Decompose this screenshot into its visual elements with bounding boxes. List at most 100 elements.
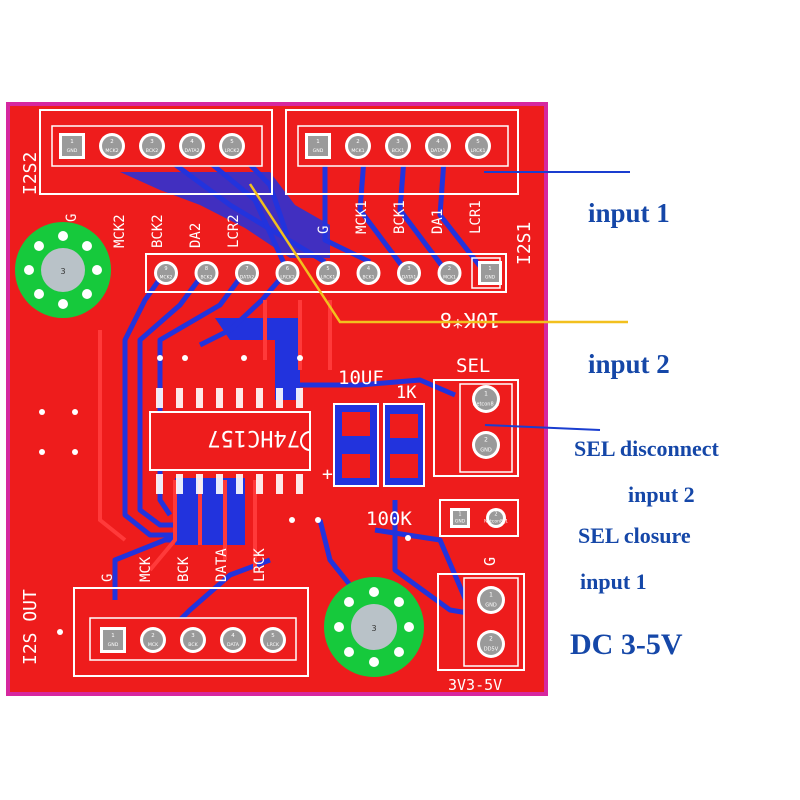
dc-voltage-annotation: DC 3-5V [570, 628, 683, 661]
i2s-out-silk-data: DATA [214, 548, 230, 582]
i2s1-header [285, 109, 519, 195]
pin-number: 4 [367, 266, 370, 272]
pad-core [453, 511, 467, 525]
mount-hole-left-number: 3 [60, 267, 65, 276]
i2s1-silk-g: G [316, 226, 332, 234]
red-traces [98, 300, 332, 572]
pad-core [183, 630, 203, 650]
pin-name: DATA2 [185, 148, 200, 154]
resistor-1k-label: 1K [396, 383, 417, 403]
pin-number: 2 [484, 438, 488, 444]
cap-label: 10UF [338, 367, 384, 389]
pad-core [102, 136, 122, 156]
pin-name: MCK1 [443, 274, 456, 280]
pad-core [388, 136, 408, 156]
pad-core [475, 388, 497, 410]
pin-number: 1 [316, 139, 319, 145]
pin-name: DATA1 [431, 148, 446, 154]
power-side-label: G [481, 557, 499, 566]
sel-label: SEL [456, 355, 490, 377]
pin-name: BCK2 [146, 148, 158, 154]
i2s2-silk-da2: DA2 [188, 223, 204, 248]
pad-core [468, 136, 488, 156]
ground-pour-center [215, 318, 300, 400]
pin-name: GND [485, 274, 496, 280]
pad-core [263, 630, 283, 650]
pad-core [238, 264, 256, 282]
pad-core [481, 264, 499, 282]
pin-name: GND [108, 642, 119, 648]
pad-core [400, 264, 418, 282]
pin-name: GND [480, 447, 492, 453]
i2s1-silk-mck1: MCK1 [354, 200, 370, 234]
pin-number: 4 [231, 633, 235, 639]
pin-number: 2 [151, 633, 154, 639]
pin-number: 3 [191, 633, 195, 639]
sel-header [433, 379, 519, 477]
sel-leader-line [484, 424, 601, 431]
i2s1-silk-bck1: BCK1 [392, 200, 408, 234]
pad-core [489, 511, 503, 525]
pin-number: 1 [484, 392, 488, 398]
pin-name: BCK1 [392, 148, 404, 154]
pin-name: DATA2 [240, 274, 255, 280]
i2s-out-label: I2S OUT [20, 589, 41, 665]
capacitor [333, 403, 379, 487]
pin-number: 3 [150, 139, 154, 145]
pin-name: MCK1 [351, 148, 364, 154]
pad-core [182, 136, 202, 156]
resistor-array-label: 10K*8 [440, 308, 500, 332]
pin-name: BCK1 [363, 274, 375, 280]
pin-name: GND [455, 519, 466, 525]
pin-number: 2 [494, 512, 497, 518]
input2-annotation: input 2 [588, 349, 670, 379]
pin-name: GND [485, 602, 497, 608]
pin-name: LRCK2 [280, 274, 295, 280]
pin-name: GND [313, 148, 324, 154]
pin-name: MCK [148, 642, 159, 648]
i2s2-silk-bck2: BCK2 [150, 214, 166, 248]
ground-pour-lower [175, 478, 245, 545]
sel-disconnect-annotation: SEL disconnect [574, 436, 719, 461]
pin-name: MCK2 [160, 274, 173, 280]
pin-name: Netcon8_1 [473, 401, 500, 407]
pad-core [223, 630, 243, 650]
i2s2-silk-mck2: MCK2 [112, 214, 128, 248]
chip-label: 74HC157 [207, 425, 300, 450]
pin-number: 4 [190, 139, 194, 145]
mount-hole-left [15, 222, 111, 318]
pad-core [143, 630, 163, 650]
pin-name: DATA1 [402, 274, 417, 280]
pad-core [103, 630, 123, 650]
resistor-100k-label: 100K [366, 508, 412, 530]
pin-number: 2 [110, 139, 113, 145]
pin-name: LRCK1 [321, 274, 336, 280]
pin-number: 3 [407, 266, 410, 272]
mount-hole-left-side-label: G [64, 214, 80, 222]
i2s-out-silk-g: G [100, 574, 116, 582]
pin-name: MCK2 [105, 148, 118, 154]
sel-closure-annotation: SEL closure [578, 523, 691, 548]
pin-name: BCK [188, 642, 198, 648]
i2s-out-silk-bck: BCK [176, 556, 192, 582]
pin-name: LRCK2 [225, 148, 240, 154]
i2s-out-silk-mck: MCK [138, 556, 154, 582]
i2s1-silk-lcr1: LCR1 [468, 200, 484, 234]
